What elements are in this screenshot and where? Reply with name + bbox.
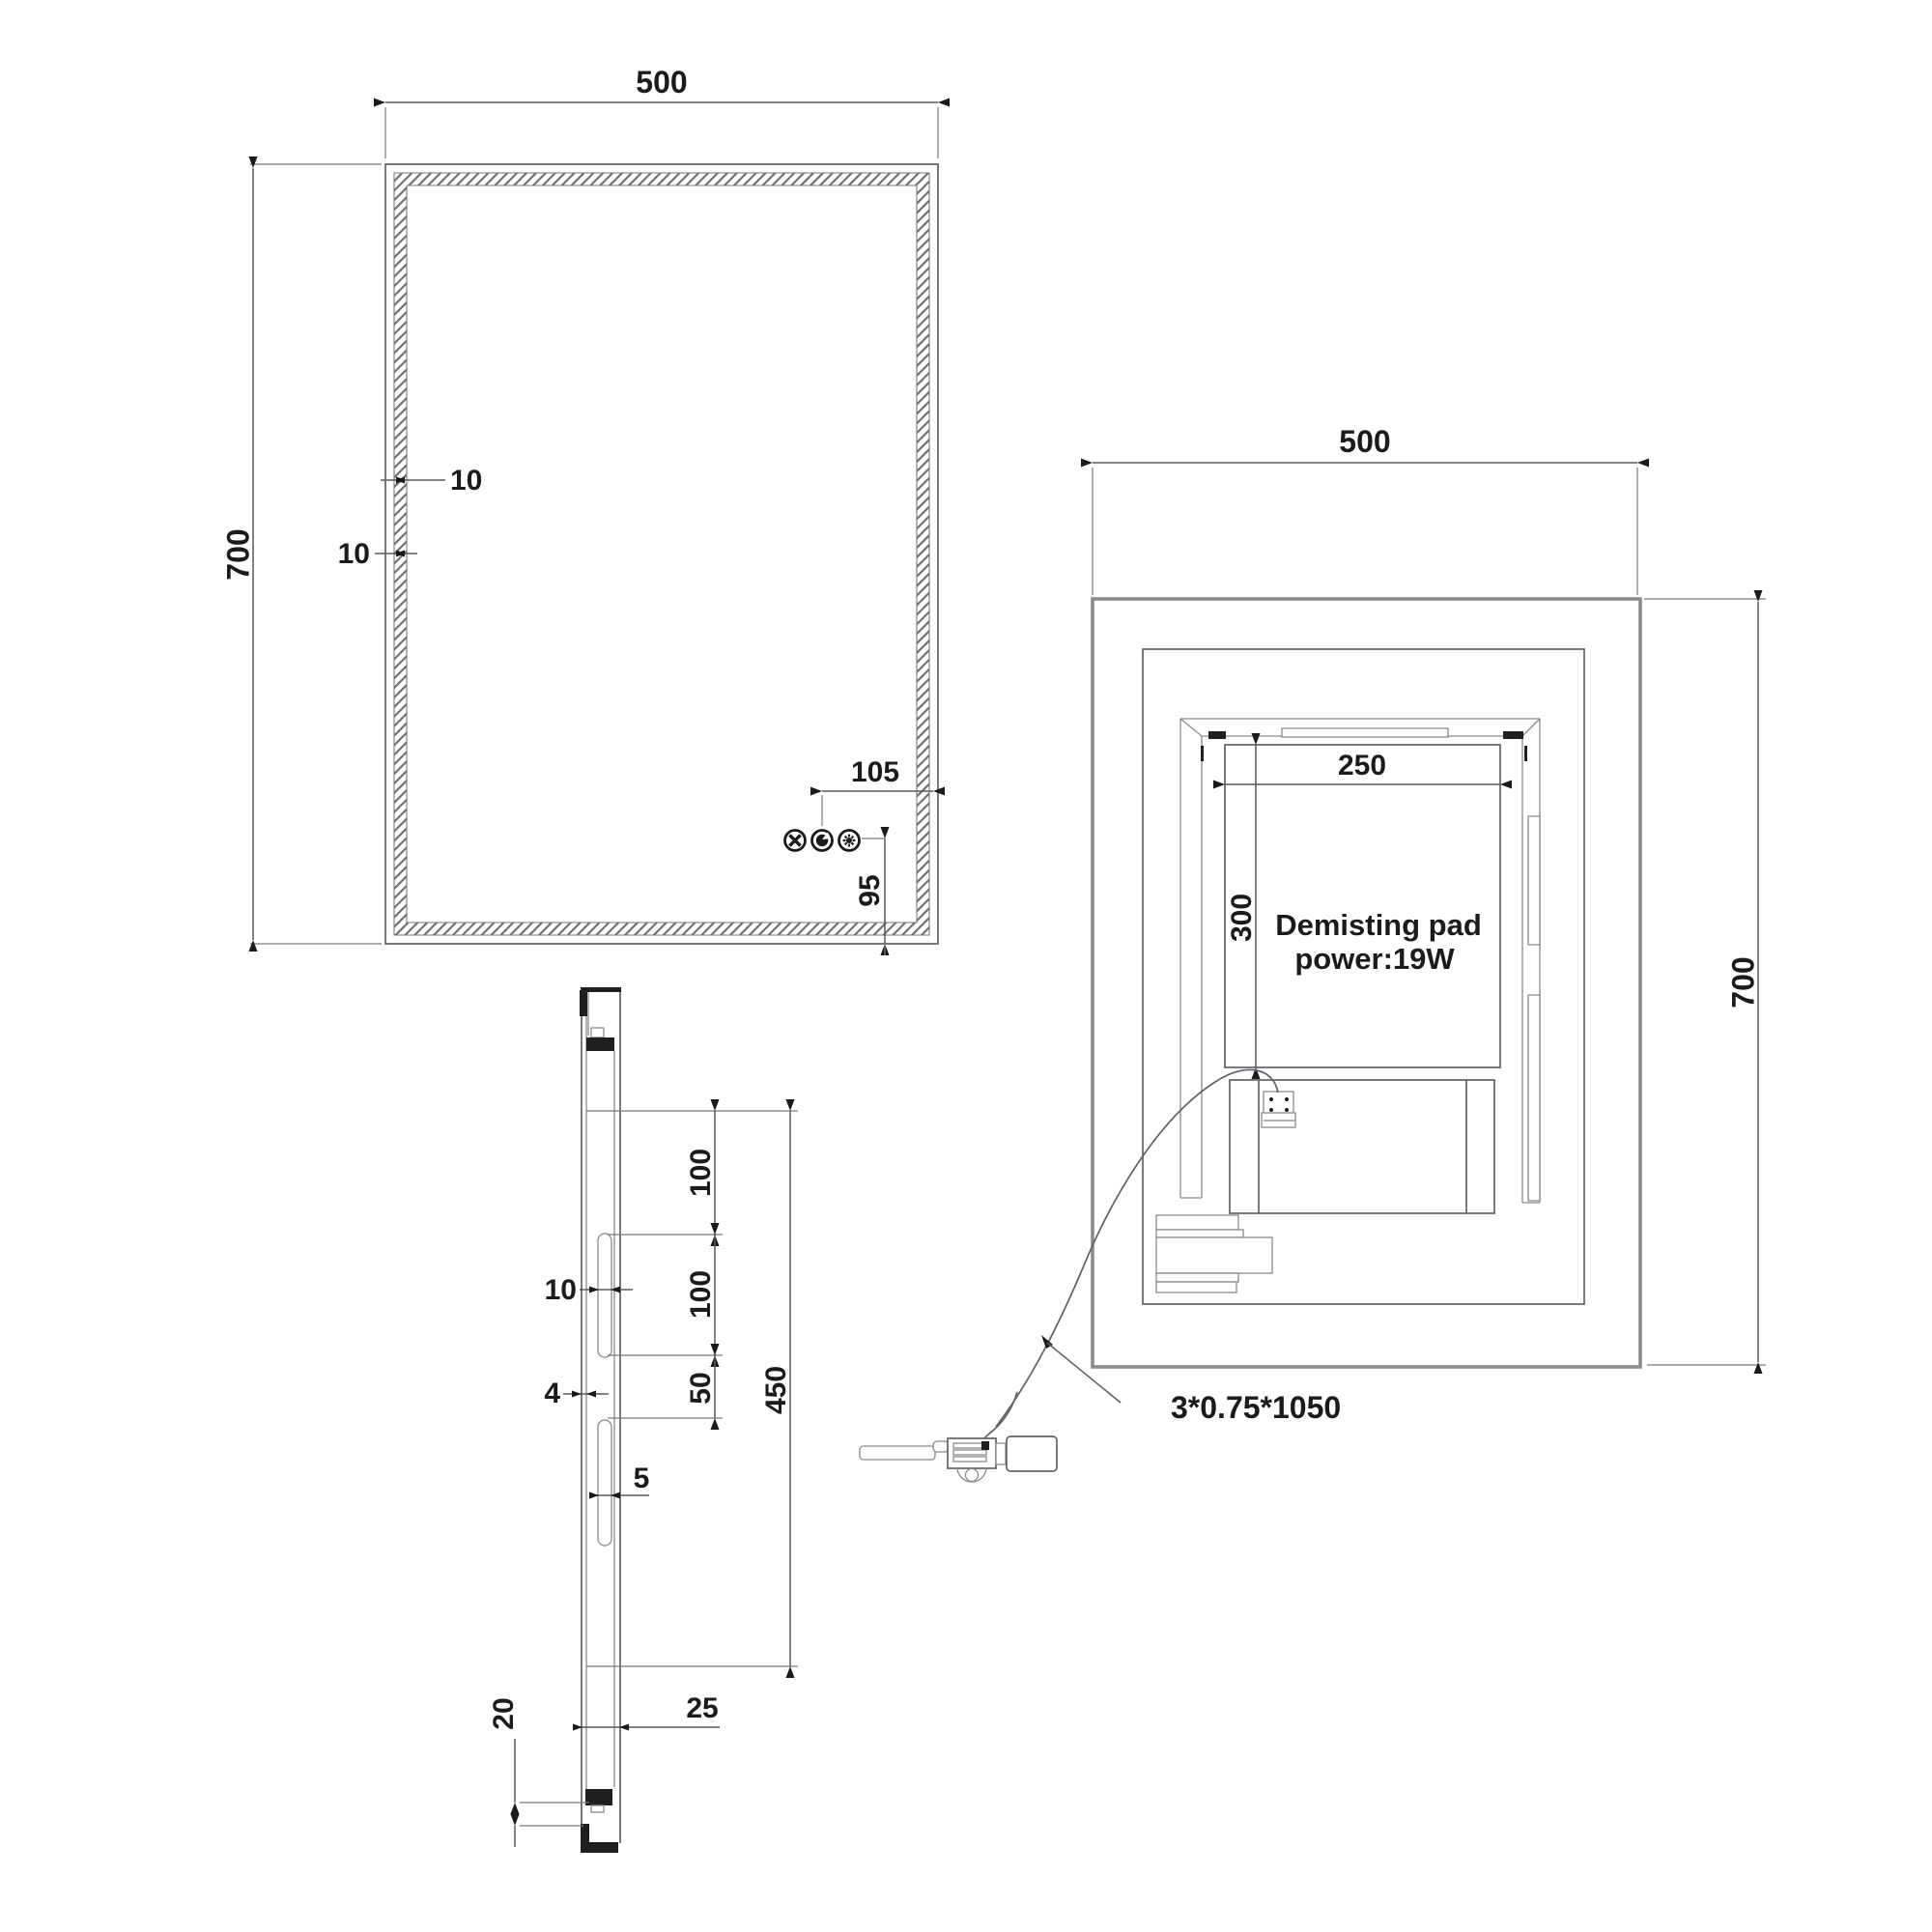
back-height-label: 700: [1725, 956, 1760, 1008]
back-dim-height: 700: [1644, 589, 1766, 1375]
controls-x-label: 105: [851, 756, 899, 788]
side-dim-bottom-offset: 20: [488, 1697, 589, 1847]
side-dim-chain: 100 100 50: [685, 1098, 720, 1431]
back-dim-width: 500: [1080, 424, 1650, 595]
front-strip-left-label: 10: [338, 538, 370, 570]
front-width-label: 500: [636, 65, 687, 99]
led-strip-hatch-border: [393, 172, 930, 936]
front-dim-strip-left: 10: [338, 538, 417, 570]
pad-label-line1: Demisting pad: [1275, 908, 1482, 942]
back-inner-panel: [1142, 648, 1585, 1305]
demisting-pad: [1224, 744, 1501, 1068]
cable-spec-callout: 3*0.75*1050: [1041, 1335, 1341, 1425]
plug-clip: [956, 1466, 987, 1483]
demist-cross-icon[interactable]: [783, 829, 807, 852]
power-light-icon[interactable]: [810, 829, 834, 852]
plug-cable-end: [981, 1391, 1018, 1442]
side-dim-glass-gap: 4: [544, 1378, 609, 1409]
touch-controls: [783, 829, 861, 852]
side-dim-slot-width: 5: [589, 1463, 649, 1499]
led-driver-box: [1229, 1079, 1495, 1214]
front-dim-strip-top: 10: [381, 465, 482, 497]
settings-gear-icon[interactable]: [838, 829, 861, 852]
front-mirror-outline: [384, 163, 939, 945]
front-dim-controls-x: 105: [810, 756, 946, 826]
side-depth-label: 25: [686, 1692, 718, 1724]
front-dim-height: 700: [220, 156, 382, 952]
side-slot-width-label: 5: [634, 1463, 650, 1494]
side-dim-slot-offset: 10: [545, 1274, 633, 1306]
side-seg-small-label: 50: [685, 1372, 717, 1404]
corner-hook-left: [1208, 731, 1226, 739]
side-bottom-offset-label: 20: [488, 1697, 520, 1729]
front-height-label: 700: [220, 528, 255, 580]
pad-width-label: 250: [1338, 750, 1386, 781]
controls-y-label: 95: [854, 874, 886, 906]
pad-label-line2: power:19W: [1294, 942, 1455, 976]
side-dim-depth: 25: [573, 1692, 720, 1731]
corner-hook-right: [1503, 731, 1523, 739]
side-slot-offset-label: 10: [545, 1274, 577, 1306]
right-led-strip-upper: [1527, 815, 1541, 946]
plug-pin: [859, 1445, 936, 1461]
plug-cord-grip: [995, 1442, 1007, 1465]
back-dim-pad-height: 300: [1226, 732, 1261, 1080]
keyhole-slot-lower: [597, 1419, 612, 1547]
back-mirror-outline: [1091, 597, 1642, 1369]
top-hanging-bracket: [580, 987, 621, 1051]
power-cable-assembly: 3*0.75*1050: [859, 1068, 1341, 1483]
terminal-connector: [1261, 1091, 1296, 1128]
back-dim-pad-width: 250: [1212, 750, 1513, 789]
keyhole-slot-upper: [597, 1233, 612, 1358]
stepped-component: [1155, 1214, 1273, 1293]
side-seg-top-label: 100: [685, 1149, 717, 1197]
side-glass-gap-label: 4: [544, 1378, 560, 1409]
front-dim-width: 500: [373, 65, 951, 158]
cable-spec-label: 3*0.75*1050: [1171, 1390, 1341, 1425]
front-strip-top-label: 10: [450, 465, 482, 497]
front-view: 500 700 10 10: [220, 65, 951, 956]
plug-sleeve: [1006, 1435, 1058, 1472]
bottom-bracket: [581, 1789, 618, 1853]
front-dim-controls-y: 95: [854, 826, 890, 956]
pad-height-label: 300: [1226, 894, 1258, 942]
side-seg-mid-label: 100: [685, 1270, 717, 1319]
right-led-strip-lower: [1527, 994, 1541, 1202]
back-width-label: 500: [1339, 424, 1390, 459]
back-view: Demisting pad power:19W 250 300: [1080, 424, 1766, 1375]
hanging-rail: [1281, 727, 1449, 738]
power-cable: [995, 1068, 1279, 1428]
side-dim-bracket-span: 450: [760, 1098, 795, 1679]
side-bracket-span-label: 450: [760, 1366, 792, 1414]
power-plug: [859, 1435, 1058, 1483]
side-view: 100 100 50 450 10 4 5: [488, 987, 798, 1853]
